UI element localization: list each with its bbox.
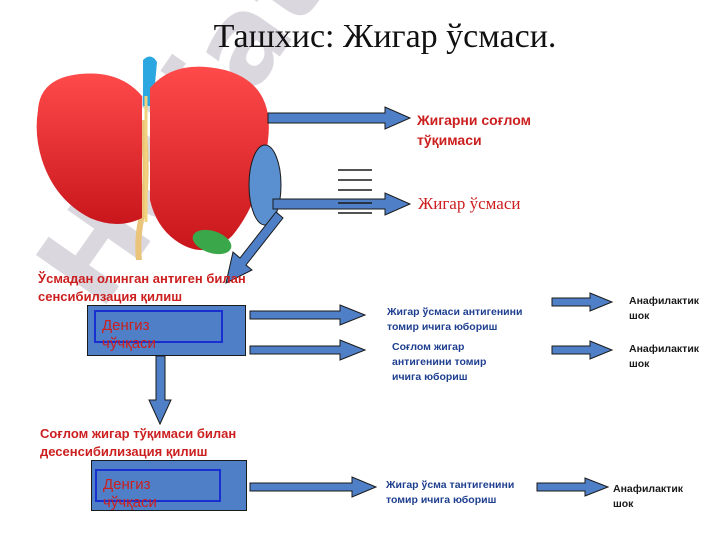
- label-inject-healthy-antigen: Соғлом жигар антигенини томир ичига юбор…: [392, 341, 487, 383]
- label-inject-tumor-antigen: Жигар ўсмаси антигенини томир ичига юбор…: [387, 306, 523, 333]
- arrow-down: [148, 355, 172, 426]
- arrow-to-result-3: [536, 477, 610, 497]
- label-healthy-tissue: Жигарни соғлом тўқимаси: [417, 112, 531, 148]
- guinea-pig-label-2: Денгиз чўчқаси: [103, 476, 157, 511]
- page-title: Ташхис: Жигар ўсмаси.: [213, 18, 557, 55]
- arrow-gp1-to-healthy-antigen: [249, 339, 367, 361]
- arrow-to-healthy: [267, 106, 412, 130]
- arrow-gp1-to-tumor-antigen: [249, 304, 367, 326]
- label-result-3: Анафилактик шок: [613, 483, 684, 510]
- label-sensitization: Ўсмадан олинган антиген билан сенсибилза…: [38, 271, 246, 304]
- guinea-pig-label-1: Денгиз чўчқаси: [102, 317, 156, 352]
- identical-sign: [338, 169, 372, 214]
- liver-illustration: [36, 56, 282, 260]
- guinea-pig-box-2-inner: Денгиз чўчқаси: [95, 469, 221, 511]
- label-liver-tumor: Жигар ўсмаси: [418, 194, 521, 213]
- label-result-2: Анафилактик шок: [629, 343, 700, 370]
- label-result-1: Анафилактик шок: [629, 295, 700, 322]
- arrow-to-result-1: [551, 292, 614, 312]
- guinea-pig-box-1: Денгиз чўчқаси: [87, 305, 246, 356]
- guinea-pig-box-2: Денгиз чўчқаси: [91, 460, 247, 511]
- liver-left-lobe: [36, 73, 142, 224]
- arrow-gp2-to-antigen: [249, 476, 378, 498]
- arrow-to-result-2: [551, 340, 614, 360]
- label-desensitization: Соғлом жигар тўқимаси билан десенсибилиз…: [40, 426, 237, 459]
- label-inject-tumor-antigen-2: Жигар ўсма тантигенини томир ичига юбори…: [386, 479, 515, 506]
- arrow-to-tumor: [272, 192, 412, 216]
- guinea-pig-box-1-inner: Денгиз чўчқаси: [94, 310, 223, 352]
- gallbladder: [192, 229, 232, 255]
- liver-right-lobe: [150, 66, 269, 251]
- arrow-diagonal-down: [225, 211, 284, 284]
